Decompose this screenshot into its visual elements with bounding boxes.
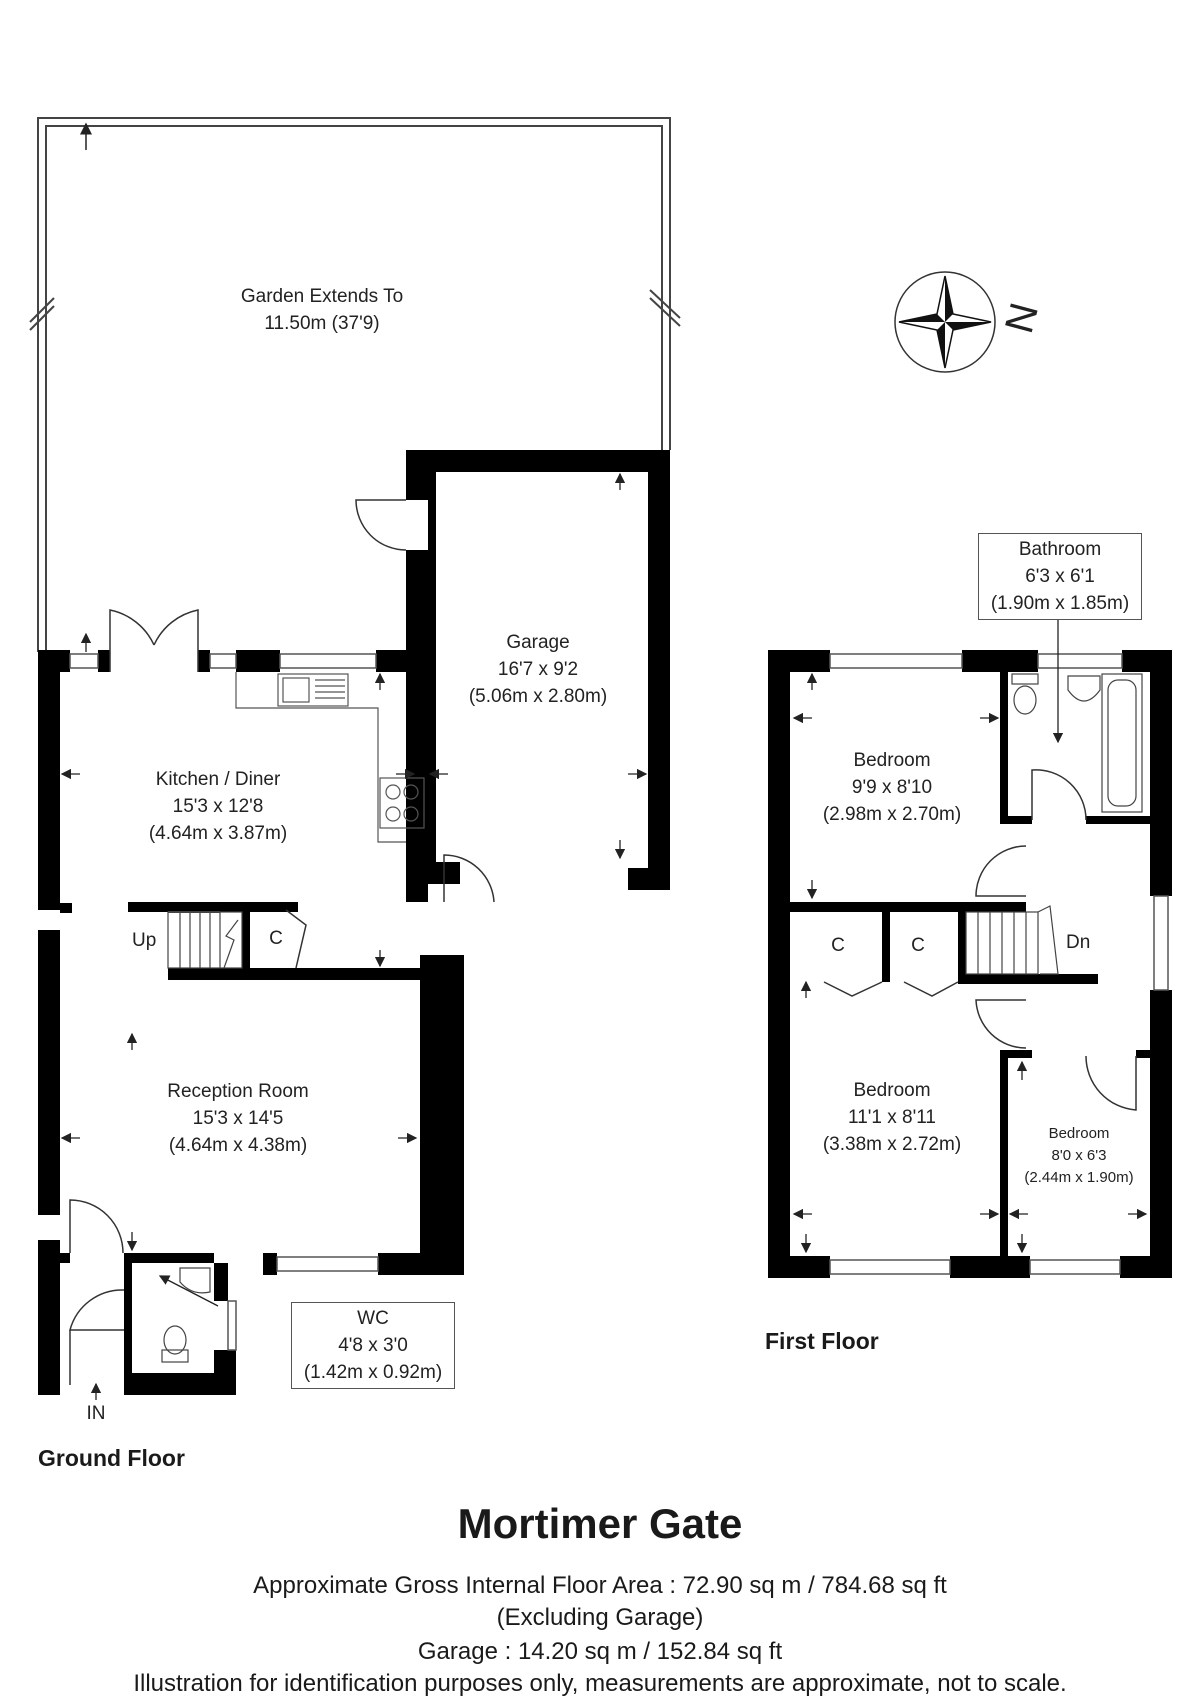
kitchen-label: Kitchen / Diner 15'3 x 12'8 (4.64m x 3.8…: [118, 766, 318, 847]
compass-icon: [894, 271, 996, 373]
bedroom1-imperial: 9'9 x 8'10: [851, 777, 933, 798]
wc-imperial: 4'8 x 3'0: [338, 1335, 408, 1356]
bedroom2-metric: (3.38m x 2.72m): [822, 1134, 962, 1155]
bedroom3-name: Bedroom: [1048, 1125, 1110, 1142]
ground-stairs: [167, 911, 243, 969]
wc-metric: (1.42m x 0.92m): [303, 1362, 443, 1383]
cupboard-ground-label: C: [269, 928, 283, 949]
garage-area-text: Garage : 14.20 sq m / 152.84 sq ft: [417, 1638, 783, 1665]
garden-label: Garden Extends To 11.50m (37'9): [222, 283, 422, 337]
bedroom3-imperial: 8'0 x 6'3: [1051, 1147, 1107, 1164]
kitchen-metric: (4.64m x 3.87m): [148, 823, 288, 844]
reception-label: Reception Room 15'3 x 14'5 (4.64m x 4.38…: [138, 1078, 338, 1159]
wc-fixtures: [161, 1267, 211, 1363]
ground-dimension-arrows: [60, 472, 648, 1400]
reception-name: Reception Room: [167, 1081, 309, 1102]
ground-floor-title: Ground Floor: [38, 1445, 185, 1471]
bathroom-label: Bathroom 6'3 x 6'1 (1.90m x 1.85m): [978, 533, 1142, 620]
bathroom-name: Bathroom: [1018, 539, 1102, 560]
stairs-up-label: Up: [132, 930, 157, 951]
first-windows: [829, 653, 1169, 1275]
garden-name: Garden Extends To: [240, 286, 404, 307]
garage-label: Garage 16'7 x 9'2 (5.06m x 2.80m): [448, 629, 628, 710]
kitchen-units: [235, 672, 425, 843]
stairs-down-label: Dn: [1066, 932, 1091, 953]
garage-imperial: 16'7 x 9'2: [497, 659, 579, 680]
garage-metric: (5.06m x 2.80m): [468, 686, 608, 707]
disclaimer-text: Illustration for identification purposes…: [133, 1670, 1067, 1697]
floor-area-text: Approximate Gross Internal Floor Area : …: [253, 1572, 947, 1599]
garden-boundary: [29, 117, 681, 652]
bedroom3-label: Bedroom 8'0 x 6'3 (2.44m x 1.90m): [1010, 1123, 1148, 1189]
reception-imperial: 15'3 x 14'5: [192, 1108, 284, 1129]
bedroom2-label: Bedroom 11'1 x 8'11 (3.38m x 2.72m): [802, 1077, 982, 1158]
first-floor-walls: [768, 650, 1172, 1278]
cupboard-first-label-1: C: [831, 935, 845, 956]
bedroom3-metric: (2.44m x 1.90m): [1024, 1169, 1134, 1186]
kitchen-name: Kitchen / Diner: [155, 769, 281, 790]
first-stairs: [965, 905, 1059, 975]
bedroom1-name: Bedroom: [853, 750, 931, 771]
bathroom-imperial: 6'3 x 6'1: [1025, 566, 1095, 587]
ground-floor-walls: [38, 450, 670, 1395]
reception-metric: (4.64m x 4.38m): [168, 1135, 308, 1156]
garage-name: Garage: [506, 632, 570, 653]
bedroom1-label: Bedroom 9'9 x 8'10 (2.98m x 2.70m): [802, 747, 982, 828]
entrance-label: IN: [86, 1403, 106, 1424]
bedroom2-imperial: 11'1 x 8'11: [848, 1107, 936, 1128]
bathroom-fixtures: [1011, 673, 1143, 813]
first-doors: [823, 769, 1137, 1111]
excluding-garage-text: (Excluding Garage): [496, 1604, 704, 1631]
garden-size: 11.50m (37'9): [264, 313, 380, 334]
ground-windows: [69, 653, 379, 1351]
wc-name: WC: [357, 1308, 389, 1329]
first-dimension-arrows: [792, 614, 1148, 1254]
bedroom2-name: Bedroom: [853, 1080, 931, 1101]
kitchen-imperial: 15'3 x 12'8: [172, 796, 264, 817]
cupboard-first-label-2: C: [911, 935, 925, 956]
bedroom1-metric: (2.98m x 2.70m): [822, 804, 962, 825]
property-title: Mortimer Gate: [457, 1500, 743, 1547]
wc-label: WC 4'8 x 3'0 (1.42m x 0.92m): [291, 1302, 455, 1389]
ground-doors: [69, 499, 495, 1385]
first-floor-title: First Floor: [765, 1328, 879, 1354]
bathroom-metric: (1.90m x 1.85m): [990, 593, 1130, 614]
